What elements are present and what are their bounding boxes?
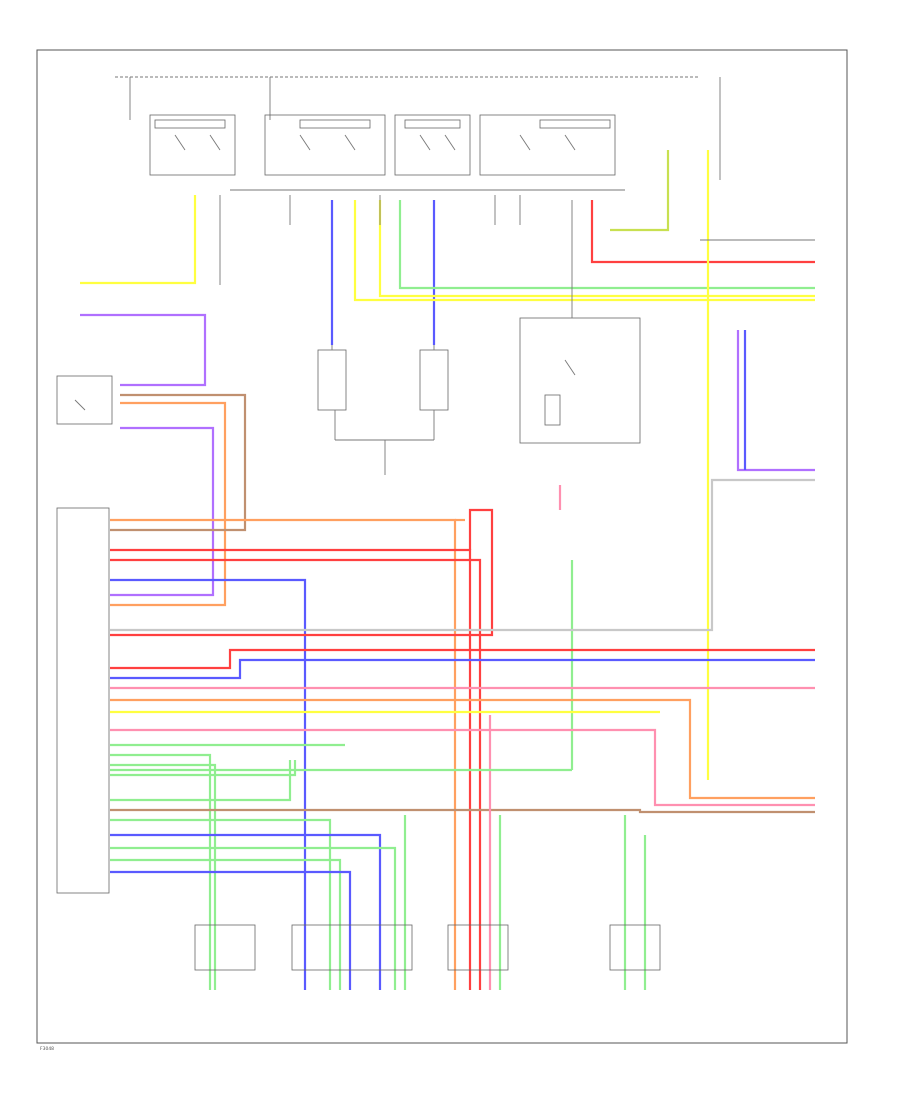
climate-control-unit [56, 507, 110, 894]
blower-resistor-box [56, 375, 113, 425]
relay-box-cooling [394, 114, 471, 176]
diagram-frame [36, 49, 848, 1044]
power-bus [115, 76, 721, 191]
relay-module-right [335, 320, 449, 475]
pressure-switch-box [519, 317, 641, 444]
diagram-code: F3048 [40, 1046, 54, 1052]
lower-components [194, 924, 661, 971]
relay-box-condenser [264, 114, 386, 176]
relay-box-blower [149, 114, 236, 176]
wire-set [80, 150, 815, 990]
connector-stubs [219, 195, 815, 318]
relay-box-compressor [479, 114, 616, 176]
